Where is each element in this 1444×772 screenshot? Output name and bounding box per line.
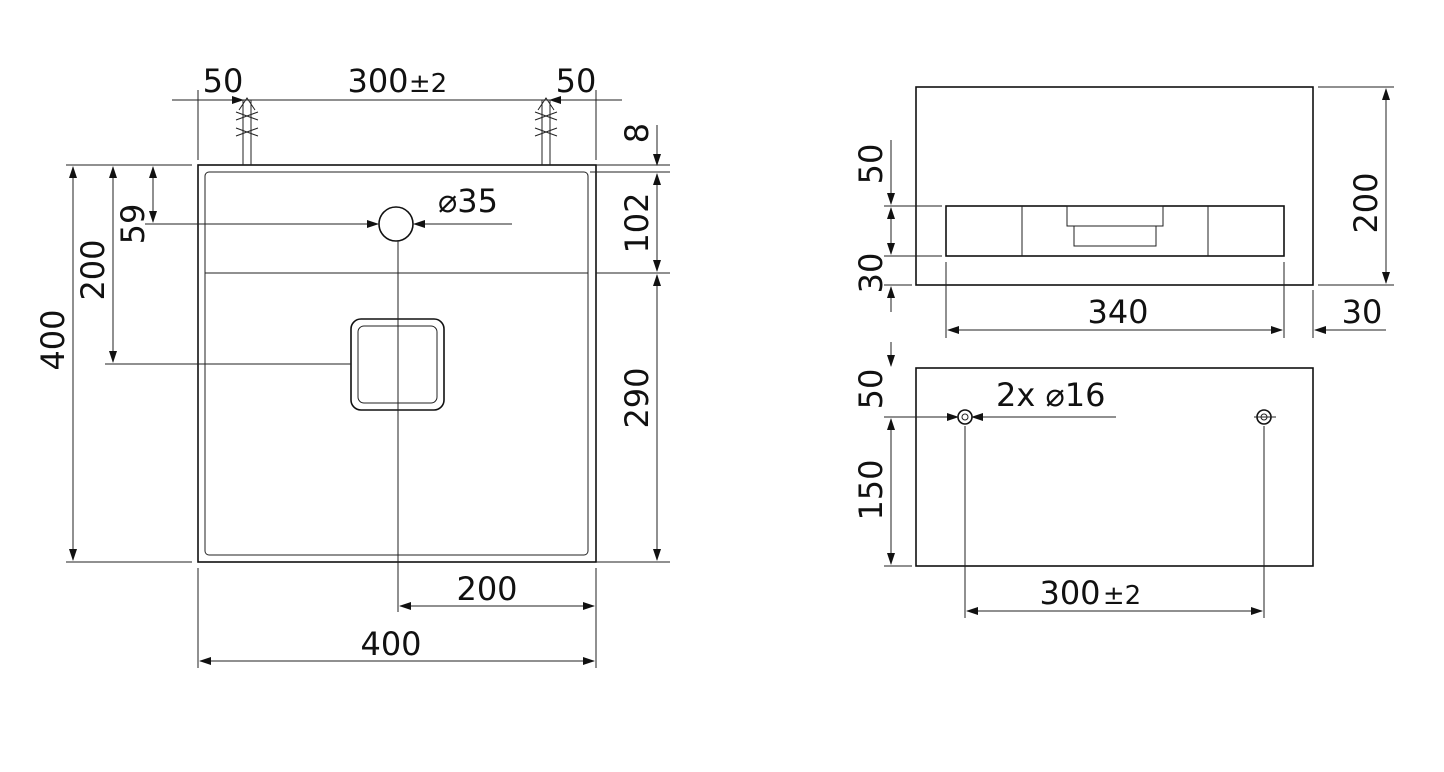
back-view: 50 150 2x ⌀16 300 ±2 [852, 342, 1314, 618]
wall-bolt-left [235, 97, 259, 165]
dim-total-height: 400 [34, 309, 72, 370]
wall-bolt-right [534, 97, 558, 165]
front-view: 50 300 ±2 50 8 102 290 400 200 59 ⌀35 [34, 62, 670, 668]
back-dim-holes: 2x ⌀16 [996, 376, 1105, 414]
side-dim-upper: 50 [852, 144, 890, 185]
back-dim-hole-spacing: 300 [1039, 574, 1100, 612]
side-outline [915, 86, 1314, 286]
side-dim-width: 340 [1087, 293, 1148, 331]
side-drain-channel [945, 205, 1285, 257]
side-view: 50 30 200 340 30 [852, 86, 1394, 338]
mount-hole-left [957, 409, 973, 425]
side-dim-lower: 30 [852, 253, 890, 294]
dim-hole-spacing-tol: ±2 [409, 69, 447, 99]
back-dim-height: 150 [852, 459, 890, 520]
dim-left-offset: 50 [203, 62, 244, 100]
drain-hole [378, 206, 414, 242]
dim-drain-depth: 102 [618, 192, 656, 253]
side-dim-height: 200 [1347, 172, 1385, 233]
dim-hole-spacing: 300 [347, 62, 408, 100]
dim-total-width: 400 [360, 625, 421, 663]
back-dim-hole-spacing-tol: ±2 [1103, 581, 1141, 611]
back-outline [915, 367, 1314, 567]
dim-drain-diameter: ⌀35 [438, 182, 498, 220]
dim-top-gap: 8 [618, 123, 656, 143]
dim-right-offset: 50 [556, 62, 597, 100]
dim-drain-from-top: 59 [114, 204, 152, 245]
side-dim-offset: 30 [1342, 293, 1383, 331]
dim-center-from-top: 200 [74, 239, 112, 300]
back-dim-top: 50 [852, 369, 890, 410]
dim-half-width: 200 [456, 570, 517, 608]
dim-basin-height: 290 [618, 367, 656, 428]
